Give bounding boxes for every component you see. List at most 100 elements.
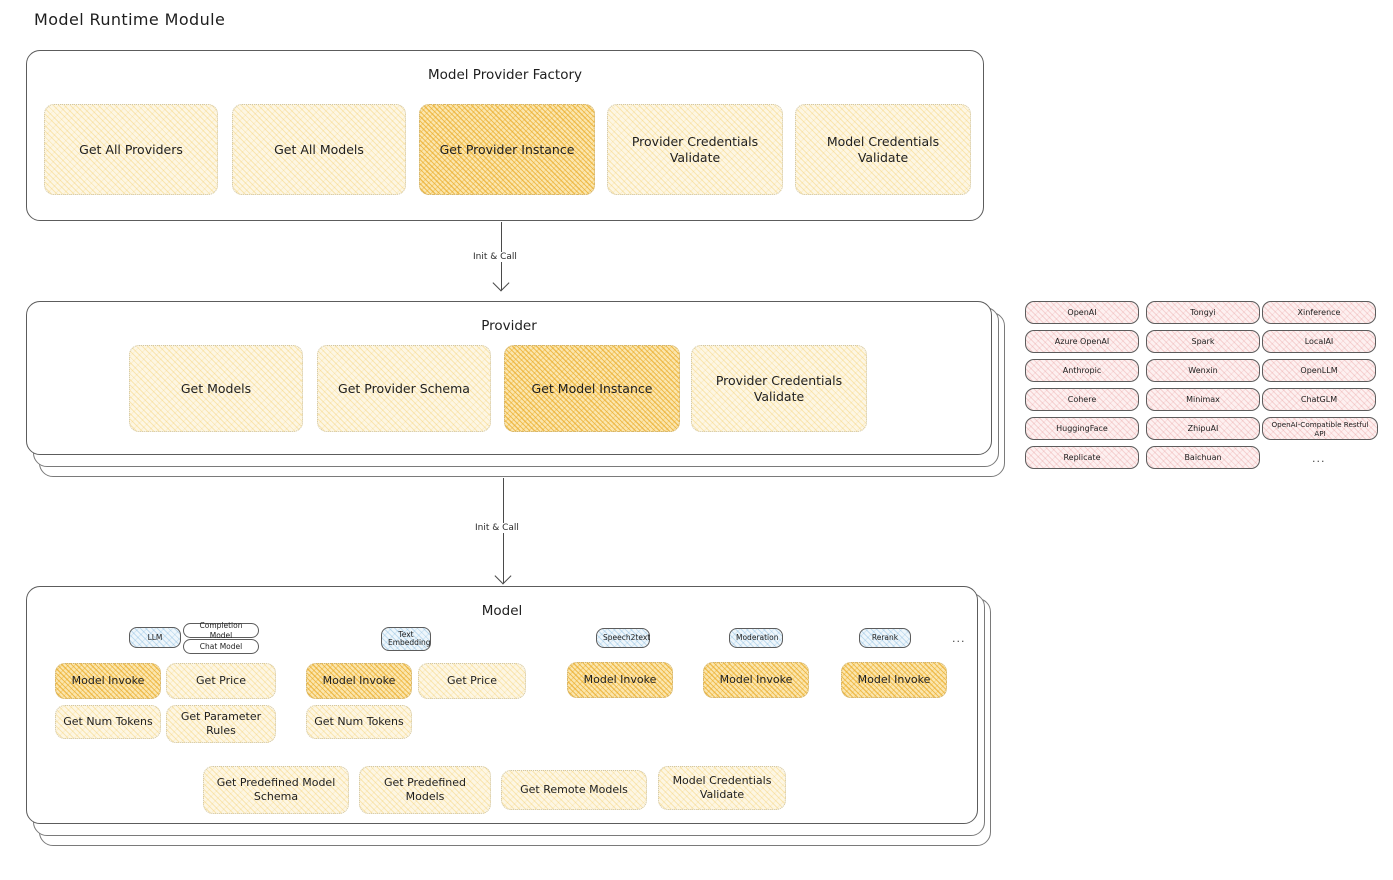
method-label: Get Num Tokens: [63, 715, 153, 729]
embedding-method-get-num-tokens[interactable]: Get Num Tokens: [306, 705, 412, 739]
llm-method-model-invoke[interactable]: Model Invoke: [55, 663, 161, 699]
method-label: Model Invoke: [857, 673, 931, 687]
provider-chip-label: ZhipuAI: [1187, 423, 1219, 433]
provider-chip-label: Anthropic: [1062, 365, 1102, 375]
provider-card-label: Get Provider Schema: [338, 380, 470, 396]
provider-title: Provider: [481, 318, 537, 334]
model-sub-badge-label: Completion Model: [199, 621, 243, 640]
page-title: Model Runtime Module: [34, 10, 226, 29]
factory-card-label: Model Credentials Validate: [826, 133, 940, 165]
provider-chip-label: Wenxin: [1188, 365, 1218, 375]
provider-chip-azure-openai[interactable]: Azure OpenAI: [1025, 330, 1139, 353]
model-title: Model: [481, 603, 523, 619]
model-sub-badge-label: Chat Model: [199, 641, 243, 651]
provider-chip-label: LocalAI: [1304, 336, 1334, 346]
provider-chip-label: Azure OpenAI: [1054, 336, 1110, 346]
speech2text-method-model-invoke[interactable]: Model Invoke: [567, 662, 673, 698]
provider-chip-replicate[interactable]: Replicate: [1025, 446, 1139, 469]
factory-card-get-all-models[interactable]: Get All Models: [232, 104, 406, 195]
provider-card-label: Get Models: [180, 380, 252, 396]
provider-chip-openai-compatible-restful-api[interactable]: OpenAI-Compatible Restful API: [1262, 417, 1378, 440]
llm-method-get-num-tokens[interactable]: Get Num Tokens: [55, 705, 161, 739]
provider-chip-spark[interactable]: Spark: [1146, 330, 1260, 353]
factory-card-label: Provider Credentials Validate: [631, 133, 759, 165]
model-shared-get-predefined-model-schema[interactable]: Get Predefined Model Schema: [203, 766, 349, 814]
model-sub-badge-completion-model[interactable]: Completion Model: [183, 621, 259, 640]
provider-chip-tongyi[interactable]: Tongyi: [1146, 301, 1260, 324]
model-provider-factory-title: Model Provider Factory: [427, 67, 582, 83]
provider-chip-openllm[interactable]: OpenLLM: [1262, 359, 1376, 382]
model-sub-badge-chat-model[interactable]: Chat Model: [183, 639, 259, 654]
provider-chip-label: Tongyi: [1190, 307, 1216, 317]
model-type-badge-rerank[interactable]: Rerank: [859, 628, 911, 648]
model-shared-get-remote-models[interactable]: Get Remote Models: [501, 770, 647, 810]
provider-chip-zhipuai[interactable]: ZhipuAI: [1146, 417, 1260, 440]
factory-card-label: Get Provider Instance: [439, 141, 575, 157]
method-label: Get Predefined Models: [384, 776, 466, 803]
factory-card-get-all-providers[interactable]: Get All Providers: [44, 104, 218, 195]
model-type-badge-label: Rerank: [871, 633, 899, 643]
provider-chip-minimax[interactable]: Minimax: [1146, 388, 1260, 411]
factory-card-get-provider-instance[interactable]: Get Provider Instance: [419, 104, 595, 195]
method-label: Model Invoke: [583, 673, 657, 687]
provider-chip-huggingface[interactable]: HuggingFace: [1025, 417, 1139, 440]
provider-chip-chatglm[interactable]: ChatGLM: [1262, 388, 1376, 411]
provider-card-get-provider-schema[interactable]: Get Provider Schema: [317, 345, 491, 432]
factory-card-label: Get All Models: [274, 141, 364, 157]
arrow-provider-to-model-label: Init & Call: [471, 523, 523, 533]
model-type-badge-label: LLM: [147, 632, 163, 642]
arrow-factory-to-provider-head: [492, 274, 510, 292]
provider-chip-label: Baichuan: [1184, 452, 1222, 462]
model-type-badge-llm[interactable]: LLM: [129, 627, 181, 648]
provider-card-get-model-instance[interactable]: Get Model Instance: [504, 345, 680, 432]
provider-chip-label: OpenAI-Compatible Restful API: [1271, 419, 1369, 438]
model-type-badge-label: Text Embedding: [388, 629, 431, 647]
model-types-more: ...: [952, 632, 966, 645]
model-type-badge-label: Speech2text: [603, 633, 651, 643]
model-type-badge-label: Moderation: [736, 633, 779, 643]
method-label: Get Remote Models: [520, 783, 628, 797]
embedding-method-get-price[interactable]: Get Price: [418, 663, 526, 699]
provider-chip-label: HuggingFace: [1056, 423, 1108, 433]
embedding-method-model-invoke[interactable]: Model Invoke: [306, 663, 412, 699]
method-label: Get Parameter Rules: [180, 710, 262, 737]
provider-chip-localai[interactable]: LocalAI: [1262, 330, 1376, 353]
provider-card-get-models[interactable]: Get Models: [129, 345, 303, 432]
provider-card-label: Get Model Instance: [531, 380, 653, 396]
provider-chip-cohere[interactable]: Cohere: [1025, 388, 1139, 411]
provider-chip-xinference[interactable]: Xinference: [1262, 301, 1376, 324]
provider-chip-label: Spark: [1191, 336, 1215, 346]
method-label: Get Num Tokens: [314, 715, 404, 729]
llm-method-get-price[interactable]: Get Price: [166, 663, 276, 699]
llm-method-get-parameter-rules[interactable]: Get Parameter Rules: [166, 705, 276, 743]
model-type-badge-moderation[interactable]: Moderation: [729, 628, 783, 648]
provider-chip-wenxin[interactable]: Wenxin: [1146, 359, 1260, 382]
provider-chip-label: Xinference: [1297, 307, 1341, 317]
provider-chip-label: Cohere: [1067, 394, 1097, 404]
method-label: Model Invoke: [719, 673, 793, 687]
factory-card-label: Get All Providers: [79, 141, 183, 157]
model-shared-get-predefined-models[interactable]: Get Predefined Models: [359, 766, 491, 814]
model-shared-model-credentials-validate[interactable]: Model Credentials Validate: [658, 766, 786, 810]
method-label: Get Price: [196, 674, 246, 688]
provider-chip-openai[interactable]: OpenAI: [1025, 301, 1139, 324]
factory-card-model-credentials-validate[interactable]: Model Credentials Validate: [795, 104, 971, 195]
provider-chip-baichuan[interactable]: Baichuan: [1146, 446, 1260, 469]
model-type-badge-speech2text[interactable]: Speech2text: [596, 628, 650, 648]
provider-card-provider-credentials-validate[interactable]: Provider Credentials Validate: [691, 345, 867, 432]
method-label: Model Invoke: [322, 674, 396, 688]
model-type-badge-text-embedding[interactable]: Text Embedding: [381, 627, 431, 651]
rerank-method-model-invoke[interactable]: Model Invoke: [841, 662, 947, 698]
method-label: Model Invoke: [71, 674, 145, 688]
provider-chip-anthropic[interactable]: Anthropic: [1025, 359, 1139, 382]
arrow-factory-to-provider-label: Init & Call: [469, 252, 521, 262]
arrow-provider-to-model-head: [494, 567, 512, 585]
factory-card-provider-credentials-validate[interactable]: Provider Credentials Validate: [607, 104, 783, 195]
provider-card-label: Provider Credentials Validate: [715, 372, 843, 404]
method-label: Model Credentials Validate: [672, 774, 772, 801]
moderation-method-model-invoke[interactable]: Model Invoke: [703, 662, 809, 698]
provider-chip-label: Replicate: [1063, 452, 1101, 462]
provider-chip-label: OpenAI: [1067, 307, 1097, 317]
provider-chip-label: ChatGLM: [1300, 394, 1338, 404]
